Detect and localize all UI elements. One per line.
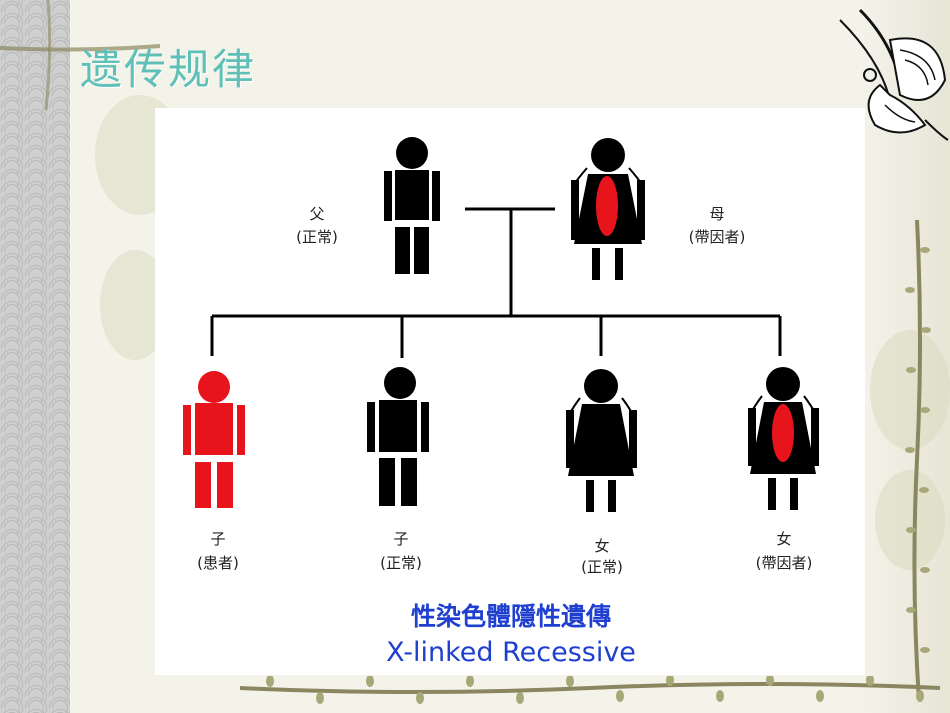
pedigree-labels: 父 (正常) 母 (帶因者) 子 (患者) 子 (正常) 女 (正常) 女 (帶… bbox=[197, 205, 812, 576]
child-2-role-label: 子 bbox=[393, 530, 408, 548]
child-2-status-label: (正常) bbox=[380, 554, 422, 572]
top-left-vine bbox=[0, 0, 161, 110]
wave-pattern-strip bbox=[0, 0, 70, 713]
bottom-vine bbox=[240, 676, 940, 704]
mother-role-label: 母 bbox=[709, 205, 724, 223]
child-1-status-label: (患者) bbox=[197, 554, 239, 572]
father-male-icon bbox=[384, 137, 440, 274]
child-1-role-label: 子 bbox=[210, 530, 225, 548]
background-leaf bbox=[875, 470, 945, 570]
daughter-carrier-female-icon bbox=[748, 367, 819, 510]
pedigree-chart: 父 (正常) 母 (帶因者) 子 (患者) 子 (正常) 女 (正常) 女 (帶… bbox=[183, 137, 819, 668]
father-role-label: 父 bbox=[309, 205, 324, 223]
slide-title: 遗传规律 bbox=[80, 45, 257, 94]
caption-chinese: 性染色體隱性遺傳 bbox=[411, 602, 611, 631]
daughter-normal-female-icon bbox=[566, 369, 637, 512]
caption-english: X-linked Recessive bbox=[386, 637, 636, 668]
right-vine bbox=[905, 220, 931, 700]
child-3-role-label: 女 bbox=[594, 537, 609, 555]
child-4-role-label: 女 bbox=[776, 530, 791, 548]
son-affected-male-icon bbox=[183, 371, 245, 508]
background-leaf bbox=[870, 330, 950, 450]
butterfly-ornament bbox=[839, 8, 949, 141]
mother-carrier-female-icon bbox=[571, 138, 645, 280]
pedigree-panel: 父 (正常) 母 (帶因者) 子 (患者) 子 (正常) 女 (正常) 女 (帶… bbox=[155, 108, 865, 675]
mother-status-label: (帶因者) bbox=[689, 228, 746, 246]
pedigree-lines bbox=[210, 207, 782, 358]
child-4-status-label: (帶因者) bbox=[756, 554, 813, 572]
son-normal-male-icon bbox=[367, 367, 429, 506]
father-status-label: (正常) bbox=[296, 228, 338, 246]
child-3-status-label: (正常) bbox=[581, 558, 623, 576]
